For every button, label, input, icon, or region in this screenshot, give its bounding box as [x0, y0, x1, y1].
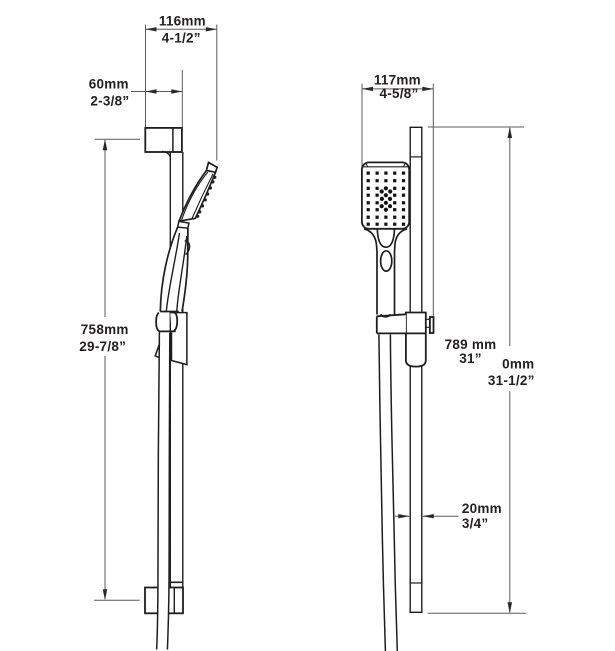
- svg-text:117mm: 117mm: [374, 72, 421, 87]
- svg-text:758mm: 758mm: [81, 322, 129, 337]
- svg-text:60mm: 60mm: [89, 77, 129, 92]
- svg-text:20mm: 20mm: [462, 501, 502, 516]
- svg-text:0mm: 0mm: [502, 356, 534, 371]
- svg-text:116mm: 116mm: [159, 14, 206, 29]
- svg-text:29-7/8”: 29-7/8”: [79, 339, 126, 354]
- svg-text:31”: 31”: [459, 351, 482, 366]
- svg-text:4-1/2”: 4-1/2”: [162, 30, 201, 45]
- svg-text:2-3/8”: 2-3/8”: [90, 94, 129, 109]
- svg-text:3/4”: 3/4”: [462, 516, 489, 531]
- svg-text:4-5/8”: 4-5/8”: [379, 86, 418, 101]
- svg-text:31-1/2”: 31-1/2”: [488, 373, 535, 388]
- svg-text:789 mm: 789 mm: [445, 337, 497, 352]
